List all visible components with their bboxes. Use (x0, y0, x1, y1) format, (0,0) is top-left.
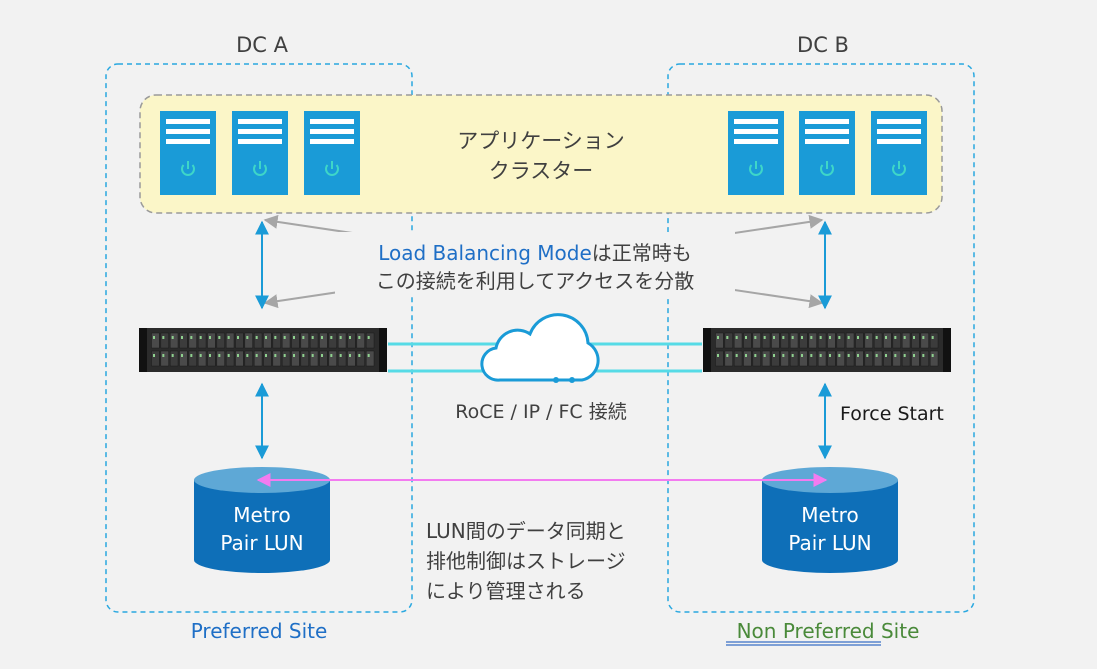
lun-b-label-line1: Metro (801, 503, 858, 527)
dc-a-label: DC A (236, 33, 289, 57)
link-label: RoCE / IP / FC 接続 (455, 401, 627, 423)
power-icon (325, 161, 339, 176)
non-preferred-site-label: Non Preferred Site (737, 619, 920, 643)
load-balancing-note-bg (335, 232, 735, 296)
server-icon (304, 111, 360, 195)
sync-note-line2: 排他制御はストレージ (426, 549, 626, 573)
non-preferred-word: Non Preferred (737, 619, 875, 643)
power-icon (749, 161, 763, 176)
power-icon (181, 161, 195, 176)
load-balancing-note-rest: は正常時も (592, 241, 692, 265)
lun-b-label-line2: Pair LUN (788, 531, 871, 555)
storage-array-icon (703, 328, 951, 372)
lun-a-label-line1: Metro (233, 503, 290, 527)
cluster-label-line1: アプリケーション (457, 129, 625, 153)
servers-dc-a (160, 111, 360, 195)
non-preferred-site-word: Site (875, 619, 920, 643)
dc-b-label: DC B (797, 33, 849, 57)
power-icon (253, 161, 267, 176)
server-icon (728, 111, 784, 195)
preferred-site-label: Preferred Site (191, 619, 328, 643)
load-balancing-note-line2: この接続を利用してアクセスを分散 (376, 269, 694, 293)
sync-note-line3: により管理される (426, 579, 586, 603)
storage-array-icon (139, 328, 387, 372)
cluster-label-line2: クラスター (489, 159, 594, 183)
sync-note-line1: LUN間のデータ同期と (426, 519, 626, 543)
server-icon (871, 111, 927, 195)
load-balancing-mode-highlight: Load Balancing Mode (378, 241, 592, 265)
server-icon (799, 111, 855, 195)
servers-dc-b (728, 111, 927, 195)
force-start-label: Force Start (840, 403, 944, 425)
server-icon (160, 111, 216, 195)
power-icon (892, 161, 906, 176)
lun-a-label-line2: Pair LUN (220, 531, 303, 555)
dc-a-boundary (105, 63, 413, 613)
power-icon (820, 161, 834, 176)
cloud-icon (480, 313, 600, 383)
dc-b-boundary (667, 63, 975, 613)
server-icon (232, 111, 288, 195)
load-balancing-note-line1: Load Balancing Modeは正常時も (378, 241, 692, 265)
